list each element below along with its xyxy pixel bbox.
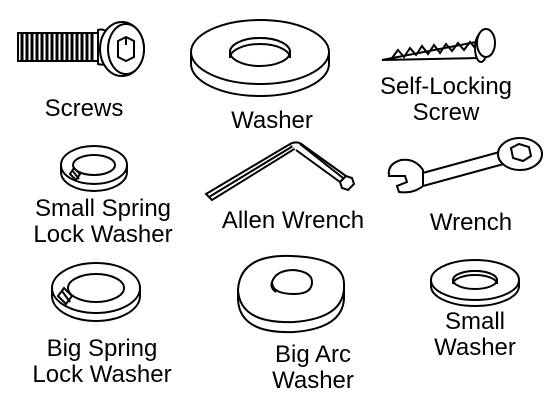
button-head-hex-screw-icon — [0, 0, 183, 80]
label-line: Small — [444, 308, 505, 335]
part-small-washer: Small Washer — [383, 256, 550, 408]
label-line: Allen Wrench — [221, 207, 365, 234]
part-self-locking-screw: Self-Locking Screw — [340, 0, 550, 136]
label-line: Washer — [231, 107, 313, 134]
label-line: Washer — [272, 367, 354, 394]
label-line: Small Spring — [34, 195, 172, 222]
part-wrench: Wrench — [383, 136, 550, 256]
flat-washer-icon — [183, 0, 340, 100]
label-line: Screws — [44, 95, 124, 122]
part-label: Small Spring Lock Washer — [0, 196, 206, 248]
combination-wrench-icon — [383, 136, 550, 206]
allen-wrench-icon — [200, 136, 383, 216]
part-label: Wrench — [383, 210, 550, 236]
part-label: Allen Wrench — [200, 208, 386, 234]
label-line: Big Spring — [46, 335, 158, 362]
part-screws: Screws — [0, 0, 183, 130]
part-small-spring-lock-washer: Small Spring Lock Washer — [0, 136, 200, 256]
arc-washer-icon — [200, 246, 383, 346]
label-line: Wrench — [429, 209, 513, 236]
part-label: Washer — [183, 108, 361, 134]
part-label: Screws — [0, 96, 168, 122]
label-line: Lock Washer — [33, 221, 173, 248]
part-allen-wrench: Allen Wrench — [200, 136, 383, 256]
part-label: Big Arc Washer — [200, 342, 426, 394]
small-flat-washer-icon — [383, 256, 550, 316]
part-label: Big Spring Lock Washer — [0, 336, 204, 388]
small-spring-lock-washer-icon — [0, 136, 200, 196]
part-washer: Washer — [183, 0, 340, 136]
label-line: Big Arc — [274, 341, 352, 368]
label-line: Screw — [412, 99, 480, 126]
label-line: Self-Locking — [379, 73, 513, 100]
part-label: Small Washer — [383, 309, 550, 361]
self-locking-screw-icon — [340, 0, 550, 80]
part-label: Self-Locking Screw — [340, 74, 550, 126]
part-big-arc-washer: Big Arc Washer — [200, 246, 383, 408]
label-line: Lock Washer — [32, 361, 172, 388]
part-big-spring-lock-washer: Big Spring Lock Washer — [0, 256, 200, 408]
label-line: Washer — [434, 334, 516, 361]
big-spring-lock-washer-icon — [0, 256, 200, 332]
